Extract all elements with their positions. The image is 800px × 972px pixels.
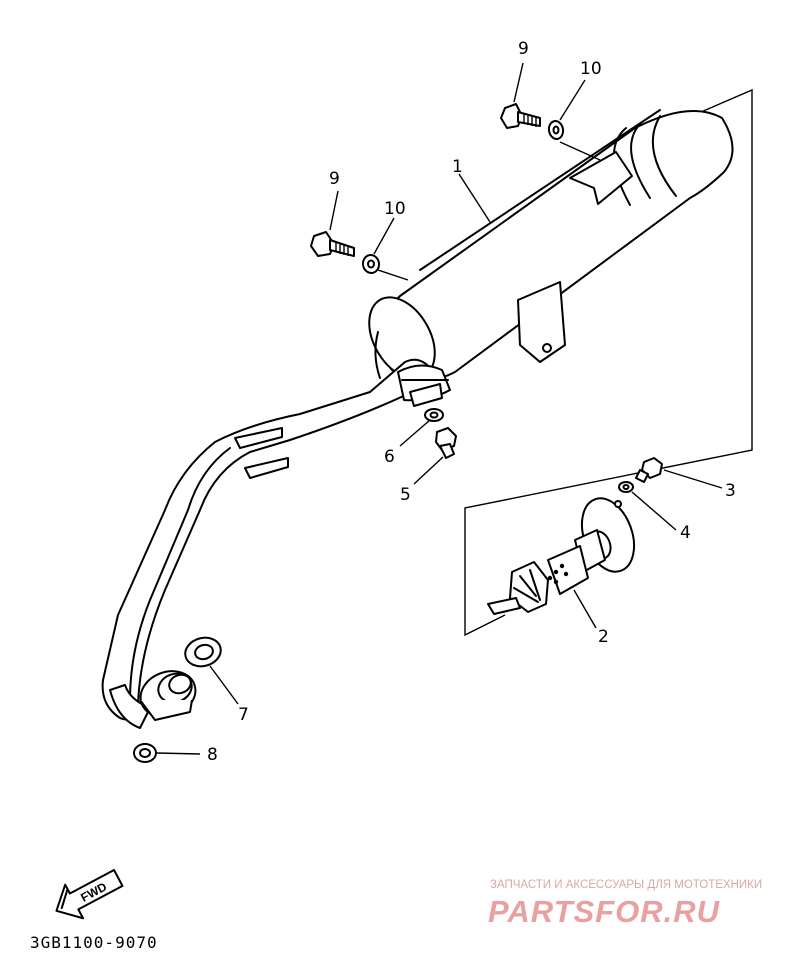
callout-5: 5 [400, 485, 411, 505]
watermark-brand: PARTSFOR.RU [488, 894, 721, 929]
callout-4: 4 [680, 523, 691, 543]
gasket-7 [184, 636, 222, 668]
callout-10-lower: 10 [384, 199, 406, 219]
leader-lines [156, 62, 723, 755]
callout-labels: 1 2 3 4 5 6 7 8 9 10 9 10 [207, 39, 736, 765]
washer-4 [618, 481, 634, 493]
callout-8: 8 [207, 745, 218, 765]
washer-10-lower [361, 254, 381, 274]
part-code: 3GB1100-9070 [30, 933, 158, 952]
washer-10-upper [547, 120, 565, 140]
exhaust-pipe [101, 358, 451, 729]
bolt-3 [635, 457, 663, 483]
watermark-tagline: ЗАПЧАСТИ И АКСЕССУАРЫ ДЛЯ МОТОТЕХНИКИ [490, 879, 762, 891]
callout-9-lower: 9 [329, 169, 340, 189]
callout-3: 3 [725, 481, 736, 501]
callout-9-upper: 9 [518, 39, 529, 59]
callout-10-upper: 10 [580, 59, 602, 79]
callout-1: 1 [452, 157, 463, 177]
nut-8 [133, 743, 157, 763]
washer-6 [424, 408, 444, 422]
bolt-9-upper [500, 103, 541, 129]
callout-2: 2 [598, 627, 609, 647]
callout-6: 6 [384, 447, 395, 467]
callout-7: 7 [238, 705, 249, 725]
bolt-5 [435, 427, 457, 459]
spark-arrester [487, 497, 636, 615]
exhaust-flange [139, 670, 197, 721]
guide-lines [464, 88, 753, 637]
muffler [368, 109, 734, 382]
bolt-9-lower [310, 231, 355, 257]
fwd-arrow-icon: FWD [55, 869, 124, 920]
